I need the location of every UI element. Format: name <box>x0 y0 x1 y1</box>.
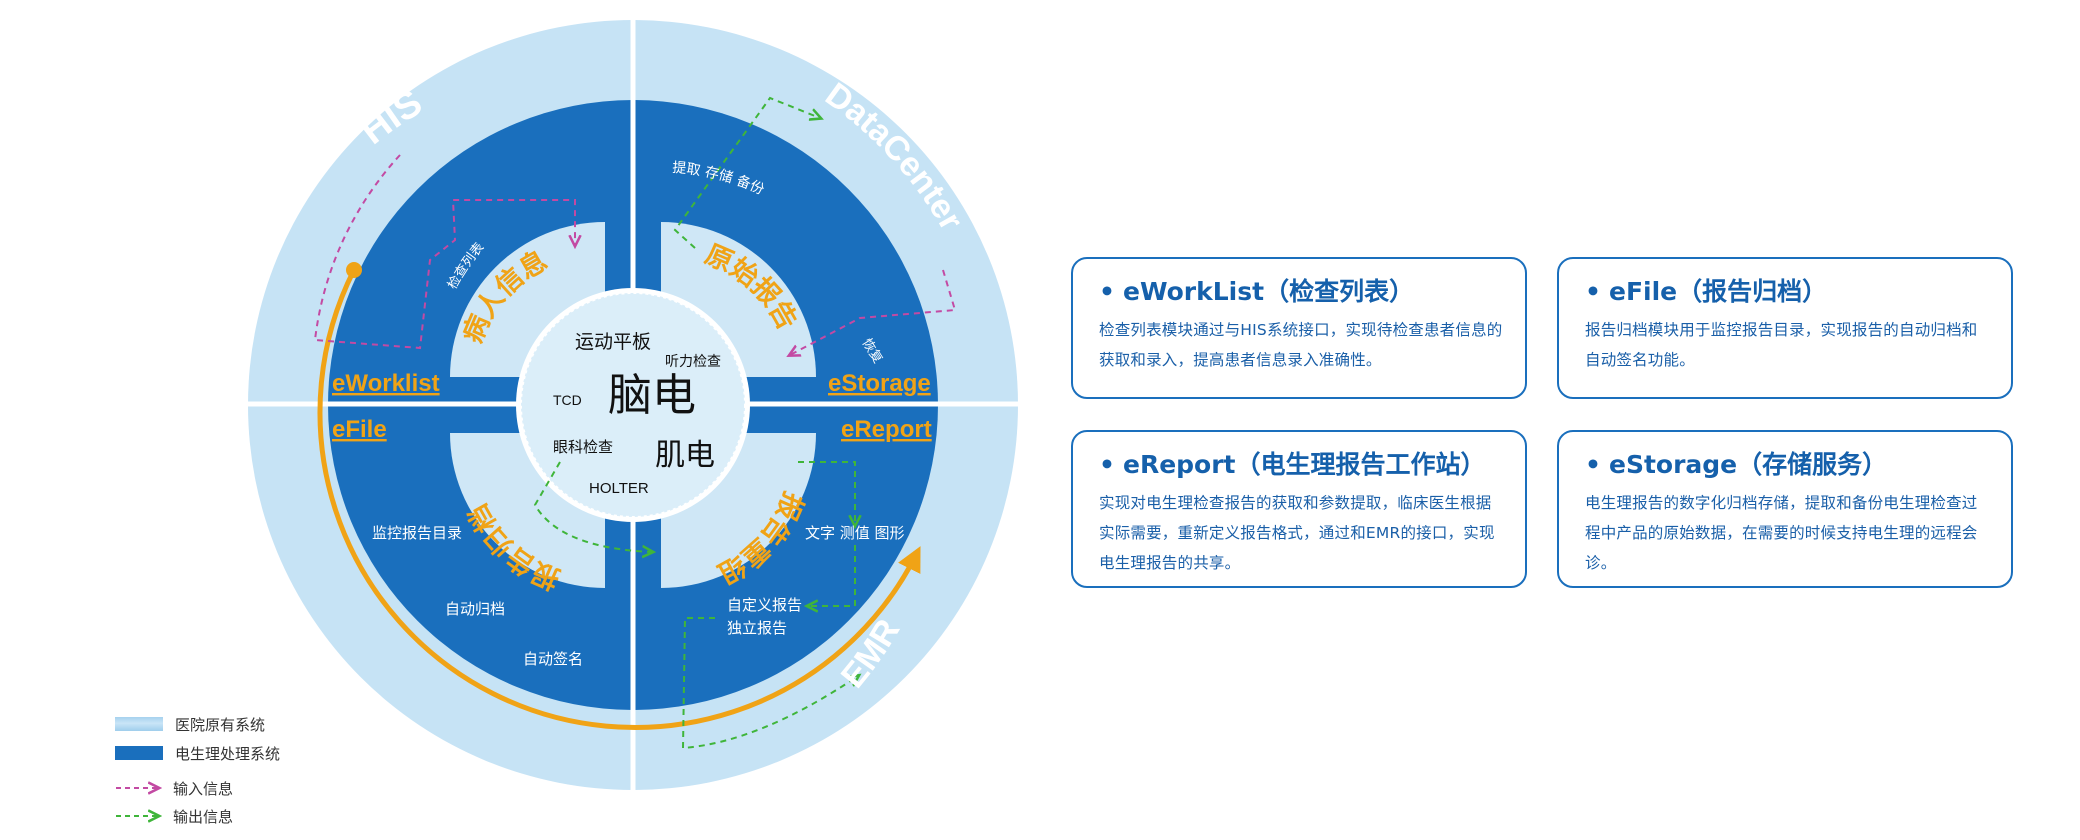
estorage-label: eStorage <box>828 370 931 397</box>
legend-label: 输出信息 <box>173 807 234 826</box>
card-estorage: •eStorage（存储服务） 电生理报告的数字化归档存储，提取和备份电生理检查… <box>1557 430 2013 588</box>
ereport-label: eReport <box>841 416 932 443</box>
legend-label: 输入信息 <box>173 779 234 798</box>
orange-flow-arc <box>317 268 921 730</box>
legend-item-ep: 电生理处理系统 <box>115 742 280 764</box>
card-efile: •eFile（报告归档） 报告归档模块用于监控报告目录，实现报告的自动归档和自动… <box>1557 257 2013 399</box>
output-arrow-datacenter <box>673 96 820 249</box>
orange-start-dot <box>346 262 362 278</box>
center-item-holter: HOLTER <box>589 480 649 497</box>
report-content-label: 文字 测值 图形 <box>805 524 905 542</box>
card-title: •eFile（报告归档） <box>1585 277 1828 306</box>
card-body: 报告归档模块用于监控报告目录，实现报告的自动归档和自动签名功能。 <box>1585 321 1978 369</box>
legend-label: 医院原有系统 <box>175 715 266 734</box>
eworklist-label: eWorklist <box>332 370 440 397</box>
center-main-emg: 肌电 <box>655 438 715 473</box>
center-main-eeg: 脑电 <box>608 370 696 421</box>
legend-item-input: 输入信息 <box>173 777 233 799</box>
output-arrow-reorg <box>798 461 855 525</box>
input-arrow-datacenter <box>790 269 957 355</box>
output-arrow-emr <box>681 617 858 750</box>
card-ereport: •eReport（电生理报告工作站） 实现对电生理检查报告的获取和参数提取，临床… <box>1071 430 1527 588</box>
auto-archive-label: 自动归档 <box>445 600 505 618</box>
center-circle <box>520 292 746 518</box>
output-arrow-custom <box>808 545 856 606</box>
card-title: •eWorkList（检查列表） <box>1099 277 1415 306</box>
legend-swatch-light <box>115 717 163 731</box>
system-diagram: HIS DataCenter EMR eWorklist eStorage eF… <box>116 20 1018 840</box>
monitor-list-label: 监控报告目录 <box>372 524 462 542</box>
card-title: •eStorage（存储服务） <box>1585 450 1888 479</box>
card-body: 实现对电生理检查报告的获取和参数提取，临床医生根据实际需要，重新定义报告格式，通… <box>1099 494 1495 572</box>
efile-label: eFile <box>332 416 387 443</box>
center-item-treadmill: 运动平板 <box>575 331 651 353</box>
card-body: 电生理报告的数字化归档存储，提取和备份电生理检查过程中产品的原始数据，在需要的时… <box>1585 494 1978 572</box>
legend-swatch-dark <box>115 746 163 760</box>
center-item-eye: 眼科检查 <box>553 438 613 456</box>
legend-item-existing: 医院原有系统 <box>115 713 265 735</box>
legend-label: 电生理处理系统 <box>175 744 281 763</box>
center-item-tcd: TCD <box>553 392 582 408</box>
card-title: •eReport（电生理报告工作站） <box>1099 450 1486 479</box>
auto-sign-label: 自动签名 <box>523 650 583 668</box>
card-body: 检查列表模块通过与HIS系统接口，实现待检查患者信息的获取和录入，提高患者信息录… <box>1099 321 1503 369</box>
output-arrow-archive <box>533 461 652 552</box>
center-item-hearing: 听力检查 <box>665 354 721 370</box>
card-eworklist: •eWorkList（检查列表） 检查列表模块通过与HIS系统接口，实现待检查患… <box>1071 257 1527 399</box>
standalone-report-label: 独立报告 <box>727 619 787 637</box>
legend-item-output: 输出信息 <box>173 805 233 827</box>
input-arrow-his <box>313 154 575 350</box>
custom-report-label: 自定义报告 <box>727 596 802 614</box>
